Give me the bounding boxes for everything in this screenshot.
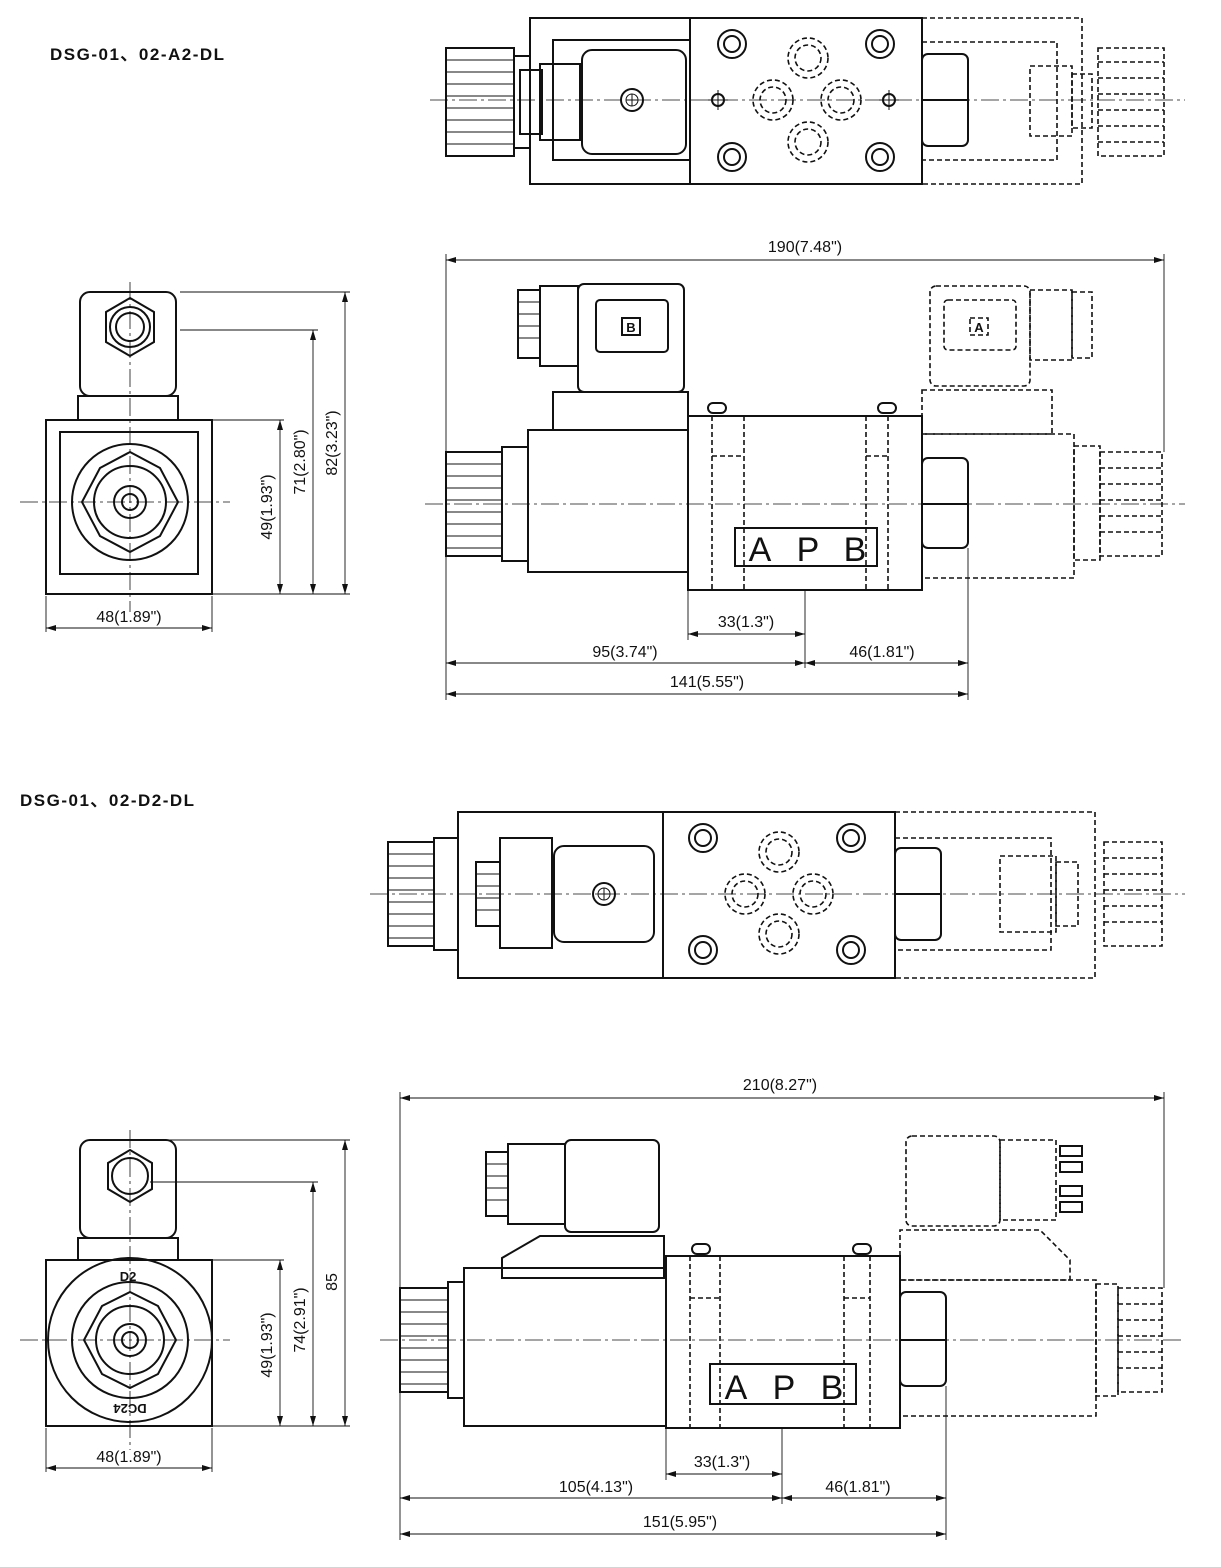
dim-body-length-label-2: 151(5.95") [643,1514,717,1531]
dim-width-label: 48(1.89") [96,609,161,626]
port-b-label: B [844,531,867,569]
section-2-top-view [370,811,1185,979]
dim-overall-length-label-2: 210(8.27") [743,1077,817,1094]
port-a-label-2: A [725,1369,748,1407]
coil-mark-bottom: DC24 [113,1401,147,1416]
section-2-front-view: A P B [380,1135,1185,1429]
coil-mark-top: D2 [120,1269,137,1284]
section-2-end-view-dims: 48(1.89") 49(1.93") 74(2.91") 85 [45,1139,350,1472]
dim-port-spacing-label-2: 33(1.3") [694,1454,750,1471]
dim-left-to-center-label-2: 105(4.13") [559,1479,633,1496]
dim-width-label-2: 48(1.89") [96,1449,161,1466]
dim-left-to-center-label: 95(3.74") [592,644,657,661]
port-p-label: P [797,531,820,569]
dim-overall-length-label: 190(7.48") [768,239,842,256]
port-b-label-2: B [821,1369,844,1407]
dim-body-length-label: 141(5.55") [670,674,744,691]
dim-center-to-right-label: 46(1.81") [849,644,914,661]
section-1-top-view [430,17,1185,185]
section-1-title: DSG-01、02-A2-DL [50,45,226,64]
section-2-front-view-dims: 210(8.27") 33(1.3") 105(4.13") 46(1.81")… [399,1077,1165,1540]
section-2-end-view: D2 DC24 [20,1130,230,1450]
dim-center-to-right-label-2: 46(1.81") [825,1479,890,1496]
section-1-front-view-dims: 190(7.48") 33(1.3") 95(3.74") 46(1.81") … [445,239,1165,700]
dim-center-height-label: 49(1.93") [259,474,276,539]
solenoid-a-label: A [974,320,984,335]
dim-center-height-label-2: 49(1.93") [259,1312,276,1377]
dim-port-spacing-label: 33(1.3") [718,614,774,631]
dim-coil-height-label-2: 74(2.91") [292,1287,309,1352]
port-p-label-2: P [773,1369,796,1407]
dim-total-height-label: 82(3.23") [324,410,341,475]
dim-total-height-label-2: 85 [324,1273,341,1291]
dim-coil-height-label: 71(2.80") [292,429,309,494]
solenoid-b-label: B [626,320,635,335]
section-1-end-view [20,282,230,612]
port-a-label: A [749,531,772,569]
section-2-title: DSG-01、02-D2-DL [20,791,196,810]
section-1-front-view: B A P B A [425,283,1185,591]
section-1-end-view-dims: 48(1.89") 49(1.93") 71(2.80") 82(3.23") [45,291,350,632]
